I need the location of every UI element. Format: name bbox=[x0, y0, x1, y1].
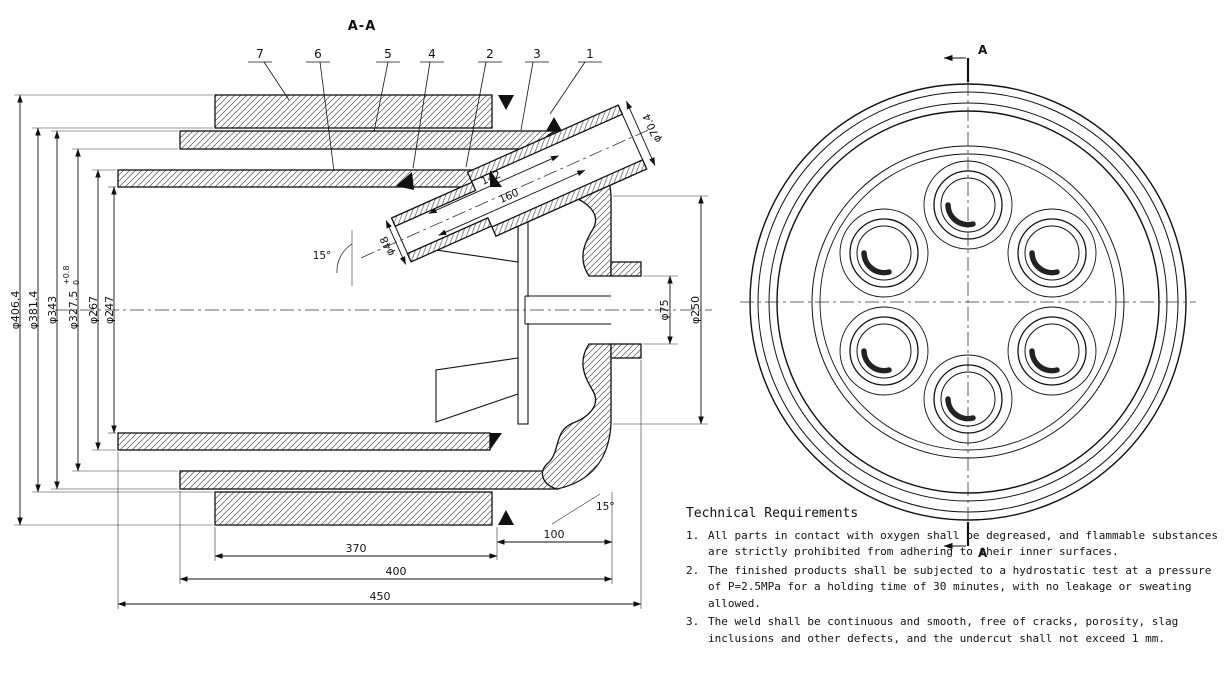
head-bottom-wall bbox=[541, 343, 612, 490]
section-view: 142 160 φ48 φ70.4 15° bbox=[9, 19, 712, 609]
dim-label-id-band: φ381.4 bbox=[27, 291, 40, 330]
weld-mark bbox=[498, 95, 514, 110]
nozzle-angle-annotation: 15° bbox=[313, 230, 353, 286]
filter-cone-bottom bbox=[435, 357, 519, 423]
weld-mark bbox=[490, 433, 502, 450]
section-title: A-A bbox=[348, 19, 377, 34]
outer-band-top-wall bbox=[214, 94, 493, 129]
section-marker-bottom-label: A bbox=[978, 546, 988, 560]
weld-mark bbox=[498, 510, 514, 525]
shell-top-wall bbox=[179, 130, 559, 150]
weld-mark bbox=[546, 117, 562, 131]
requirement-item: 2. The finished products shall be subjec… bbox=[686, 563, 1229, 613]
bolt-hole bbox=[1007, 208, 1097, 298]
requirement-text: All parts in contact with oxygen shall b… bbox=[708, 528, 1218, 559]
bolt-hole bbox=[839, 208, 929, 298]
nozzle-len-outer-dim bbox=[438, 169, 586, 236]
dim-label-shell-length: 400 bbox=[386, 565, 407, 578]
part-number-1: 1 bbox=[586, 47, 594, 61]
nozzle-inner-dia-label: φ48 bbox=[378, 234, 397, 257]
part-number-2: 2 bbox=[486, 47, 494, 61]
requirement-item: 1. All parts in contact with oxygen shal… bbox=[686, 528, 1229, 561]
part-number-5: 5 bbox=[384, 47, 392, 61]
nozzle-angle-label: 15° bbox=[313, 250, 332, 262]
left-diameter-dimensions: φ406.4 φ381.4 φ343 φ327.5 +0.8 0 φ267 φ2… bbox=[9, 94, 213, 526]
nozzle-outer-dia-label: φ70.4 bbox=[641, 112, 664, 145]
end-view: A A bbox=[740, 43, 1196, 560]
requirement-number: 2. bbox=[686, 563, 700, 577]
part-callouts: 7 6 5 4 2 3 1 bbox=[248, 47, 602, 172]
requirement-item: 3. The weld shall be continuous and smoo… bbox=[686, 614, 1229, 647]
section-arrow-bottom: A bbox=[943, 522, 988, 560]
dim-label-band-length: 370 bbox=[346, 542, 367, 555]
vessel-walls bbox=[117, 94, 642, 526]
section-marker-top-label: A bbox=[978, 43, 988, 57]
requirement-number: 1. bbox=[686, 528, 700, 542]
bolt-hole bbox=[1007, 306, 1097, 396]
part-number-4: 4 bbox=[428, 47, 436, 61]
requirement-text: The finished products shall be subjected… bbox=[708, 563, 1212, 610]
part-number-6: 6 bbox=[314, 47, 322, 61]
requirement-number: 3. bbox=[686, 615, 700, 628]
dim-label-id-liner: φ247 bbox=[103, 296, 116, 324]
extension-lines bbox=[14, 94, 213, 526]
dim-label-head-length: 100 bbox=[544, 528, 565, 541]
right-side-dimensions: φ75 φ250 bbox=[613, 195, 708, 425]
section-arrow-top: A bbox=[943, 43, 988, 82]
bottom-length-dimensions: 100 370 400 450 bbox=[117, 360, 642, 609]
requirement-text: The weld shall be continuous and smooth,… bbox=[708, 615, 1179, 645]
weld-mark bbox=[490, 170, 502, 187]
center-boss-top-wall bbox=[610, 261, 642, 277]
outer-band-bottom-wall bbox=[214, 491, 493, 526]
center-boss-bottom-wall bbox=[610, 343, 642, 359]
dim-tolerance-lower: 0 bbox=[72, 280, 81, 285]
skirt-angle-label: 15° bbox=[596, 501, 615, 513]
dim-label-od-band: φ406.4 bbox=[9, 291, 22, 330]
part-number-3: 3 bbox=[533, 47, 541, 61]
dim-label-center-bore: φ75 bbox=[658, 299, 671, 320]
liner-bottom-wall bbox=[117, 432, 491, 451]
dim-label-od-shell: φ343 bbox=[46, 296, 59, 324]
dim-label-face-dia: φ250 bbox=[689, 296, 702, 324]
part-number-7: 7 bbox=[256, 47, 264, 61]
skirt-angle-annotation: 15° bbox=[551, 493, 615, 525]
weld-mark bbox=[396, 172, 414, 190]
liner-top-wall bbox=[117, 169, 491, 188]
dim-label-od-liner: φ267 bbox=[87, 296, 100, 324]
dim-label-overall-length: 450 bbox=[370, 590, 391, 603]
dim-tolerance-upper: +0.8 bbox=[62, 266, 71, 285]
nozzle-inner-dia-dim bbox=[385, 220, 407, 265]
bolt-hole bbox=[839, 306, 929, 396]
shell-bottom-wall bbox=[179, 470, 559, 490]
weld-symbols bbox=[396, 95, 562, 525]
technical-requirements-heading: Technical Requirements bbox=[686, 506, 859, 521]
dim-label-id-shell: φ327.5 bbox=[67, 291, 80, 330]
technical-requirements: Technical Requirements 1. All parts in c… bbox=[686, 504, 1229, 649]
nozzle-outer-dia-dim bbox=[626, 101, 656, 166]
